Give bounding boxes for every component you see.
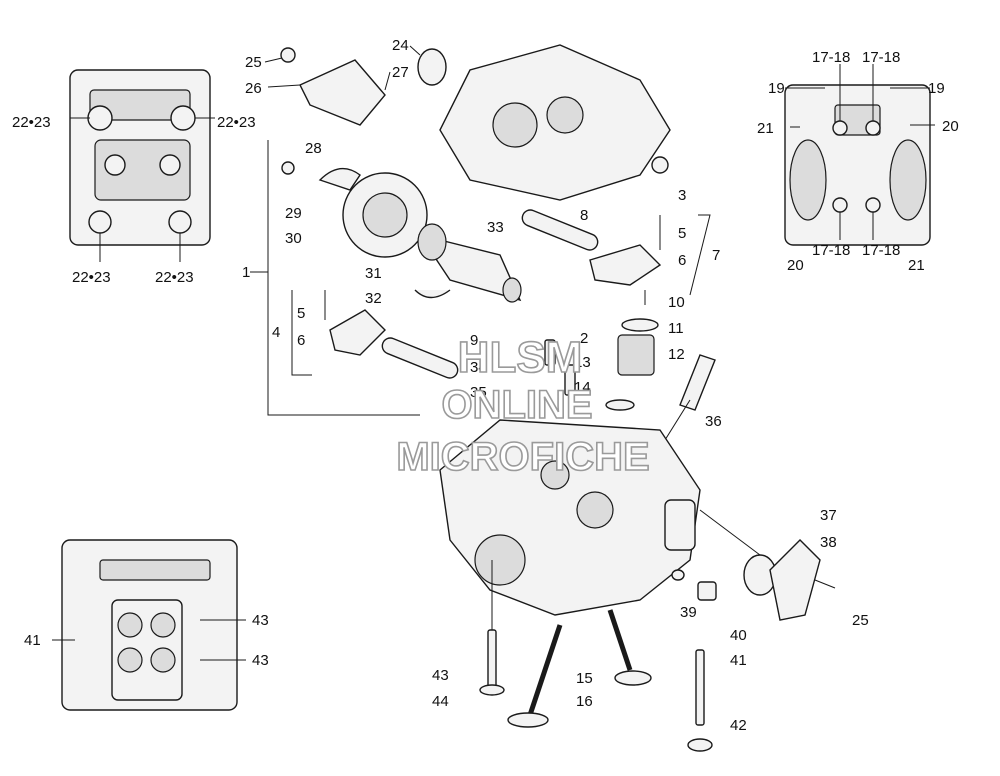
callout-1: 1 [242,264,250,281]
callout-6-lower: 6 [297,332,305,349]
callout-16: 16 [576,693,593,710]
stud-right [687,649,713,752]
cylinder-head [439,419,701,616]
callout-25-top: 25 [245,54,262,71]
thermostat-housing [699,509,836,621]
watermark-line1: HLSM [458,333,583,382]
valve-intake [607,609,652,686]
callout-39: 39 [680,604,697,621]
callout-31: 31 [365,265,382,282]
callout-21-a: 21 [757,120,774,137]
tensioner-top [264,45,421,126]
head-combustion-view-left [52,539,246,711]
callout-25-right: 25 [852,612,869,629]
watermark: HLSM ONLINE MICROFICHE [396,332,651,480]
callout-22-23-c: 22•23 [72,269,111,286]
callout-7: 7 [712,247,720,264]
callout-44: 44 [432,693,449,710]
callout-17-18-b: 17-18 [862,49,900,66]
callout-8: 8 [580,207,588,224]
callout-22-23-a: 22•23 [12,114,51,131]
callout-17-18-d: 17-18 [862,242,900,259]
head-bottom-view-right [784,64,935,246]
callout-34: 34 [470,359,487,376]
callout-40: 40 [730,627,747,644]
callout-5-lower: 5 [297,305,305,322]
small-bolt [671,569,717,601]
callout-9: 9 [470,332,478,349]
callout-24: 24 [392,37,409,54]
callout-35: 35 [470,384,487,401]
callout-32: 32 [365,290,382,307]
callout-37: 37 [820,507,837,524]
callout-14: 14 [574,379,591,396]
callout-17-18-a: 17-18 [812,49,850,66]
callout-41-left: 41 [24,632,41,649]
callout-33: 33 [487,219,504,236]
callout-labels: 25 26 24 27 28 29 30 31 32 33 8 5 6 7 3 … [12,37,959,734]
valve-spring-group [544,318,659,411]
callout-26: 26 [245,80,262,97]
callout-38: 38 [820,534,837,551]
callout-17-18-c: 17-18 [812,242,850,259]
stud-left [479,560,505,696]
callout-41-right: 41 [730,652,747,669]
callout-3: 3 [678,187,686,204]
callout-13: 13 [574,354,591,371]
callout-29: 29 [285,205,302,222]
callout-36: 36 [705,413,722,430]
callout-43-left-a: 43 [252,612,269,629]
callout-20-a: 20 [942,118,959,135]
callout-43-left-b: 43 [252,652,269,669]
camshaft-housing [417,44,671,201]
callout-19-b: 19 [928,80,945,97]
rocker-arm-upper [521,209,662,305]
watermark-line3: MICROFICHE [396,435,649,479]
callout-6-upper: 6 [678,252,686,269]
watermark-line2: ONLINE [441,383,592,427]
cam-sprocket [281,161,428,258]
callout-43-bottom: 43 [432,667,449,684]
callout-5-upper: 5 [678,225,686,242]
callout-15: 15 [576,670,593,687]
callout-10: 10 [668,294,685,311]
callout-28: 28 [305,140,322,157]
callout-19-a: 19 [768,80,785,97]
valve-exhaust [507,624,563,728]
callout-11: 11 [668,320,684,337]
callout-12: 12 [668,346,685,363]
callout-22-23-d: 22•23 [155,269,194,286]
callout-42: 42 [730,717,747,734]
brackets [250,140,711,416]
callout-30: 30 [285,230,302,247]
callout-21-b: 21 [908,257,925,274]
callout-22-23-b: 22•23 [217,114,256,131]
callout-2: 2 [580,330,588,347]
head-top-view-left [69,69,215,262]
callout-27: 27 [392,64,409,81]
callout-4: 4 [272,324,280,341]
rocker-arm-lower [324,290,459,379]
callout-20-b: 20 [787,257,804,274]
camshaft [414,223,522,303]
